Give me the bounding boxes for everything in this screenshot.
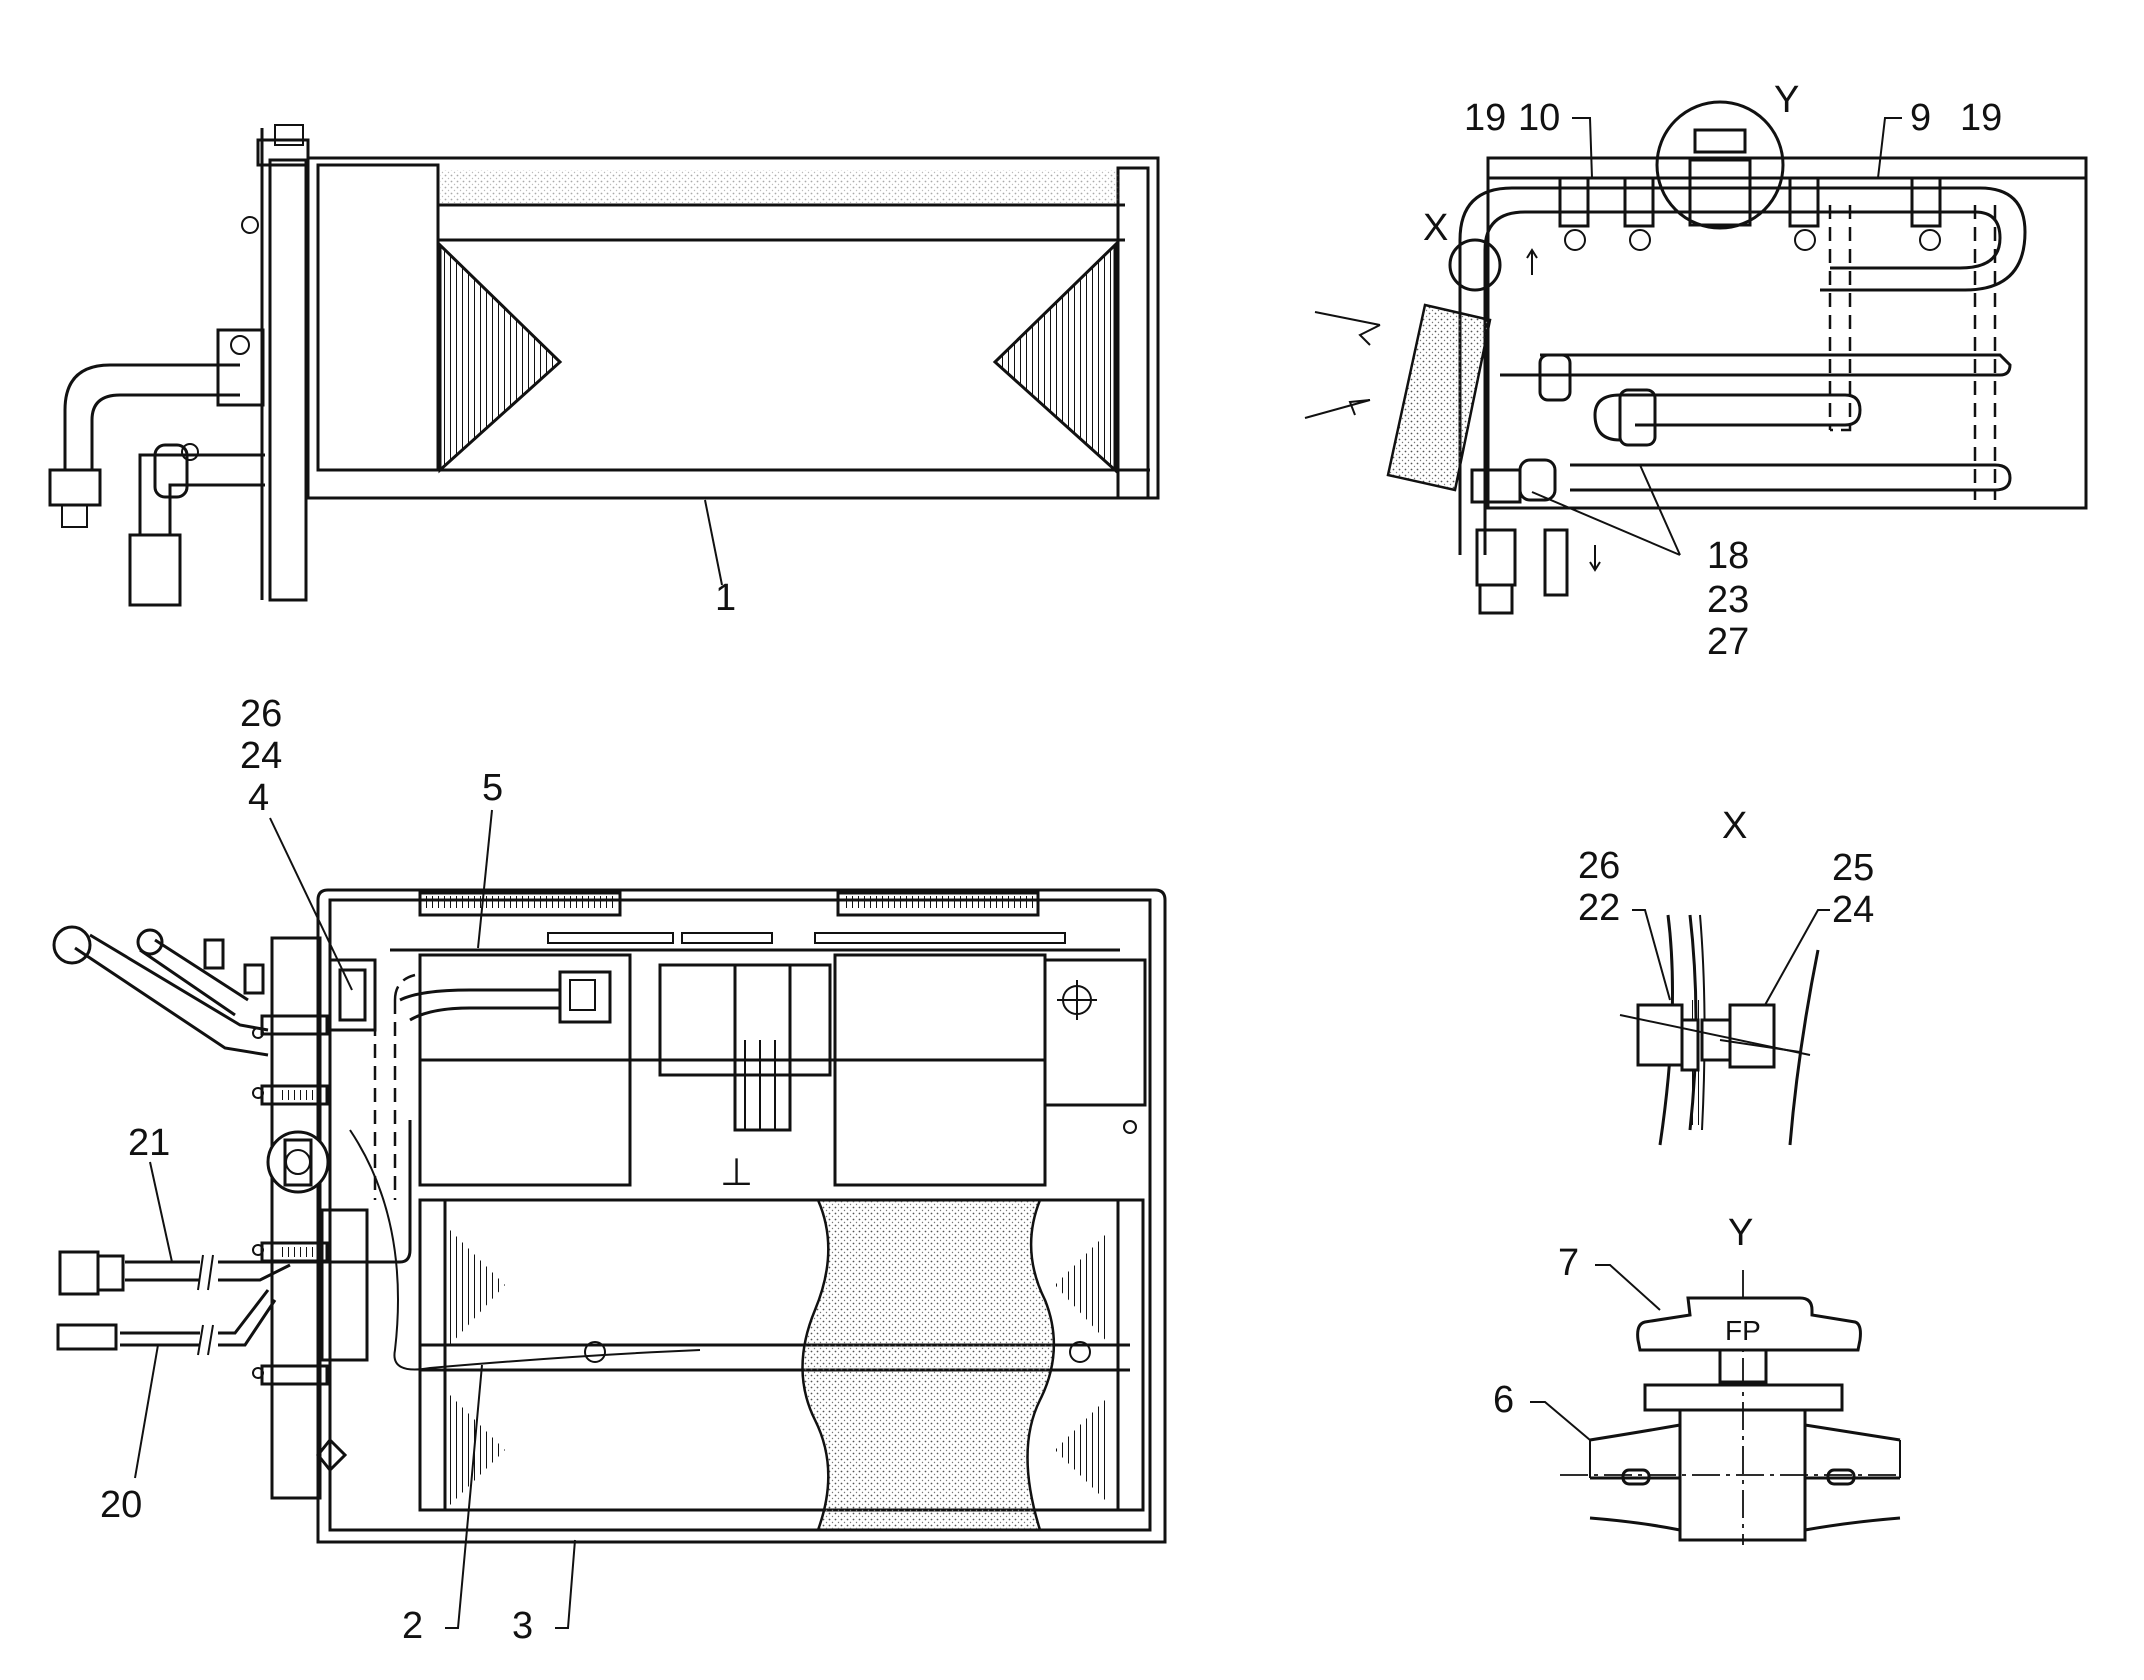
detail-y-title: Y <box>1728 1212 1753 1254</box>
plan-view: ⊥ <box>52 693 1167 1647</box>
callout-27: 27 <box>1707 621 1749 663</box>
detail-x-title: X <box>1722 805 1747 847</box>
callout-23: 23 <box>1707 579 1749 621</box>
detail-x-callout-24: 24 <box>1832 889 1874 931</box>
detail-y-callout-7: 7 <box>1558 1242 1579 1284</box>
detail-x-callout-26: 26 <box>1578 845 1620 887</box>
callout-20: 20 <box>100 1484 142 1526</box>
callout-26: 26 <box>240 693 282 735</box>
callout-18: 18 <box>1707 535 1749 577</box>
callout-3: 3 <box>512 1605 533 1647</box>
callout-1: 1 <box>715 577 736 619</box>
callout-2: 2 <box>402 1605 423 1647</box>
front-elevation-view: X Y 19 10 9 19 18 23 27 <box>1304 79 2088 663</box>
callout-19-right: 19 <box>1960 97 2002 139</box>
callout-9: 9 <box>1910 97 1931 139</box>
detail-x-callout-22: 22 <box>1578 887 1620 929</box>
callout-19-left: 19 <box>1464 97 1506 139</box>
callout-4: 4 <box>248 777 269 819</box>
detail-x-callout-25: 25 <box>1832 847 1874 889</box>
callout-21: 21 <box>128 1122 170 1164</box>
knob-marking: FP <box>1725 1315 1761 1346</box>
detail-marker-y: Y <box>1774 79 1799 121</box>
callout-24: 24 <box>240 735 282 777</box>
detail-x-view: X 26 22 25 24 <box>1578 805 1874 1146</box>
center-mark: ⊥ <box>720 1152 753 1194</box>
detail-y-callout-6: 6 <box>1493 1379 1514 1421</box>
callout-10: 10 <box>1518 97 1560 139</box>
side-elevation-view: 1 <box>48 124 1160 619</box>
detail-y-view: Y FP 7 6 <box>1493 1212 1901 1545</box>
callout-5: 5 <box>482 767 503 809</box>
detail-marker-x: X <box>1423 207 1448 249</box>
